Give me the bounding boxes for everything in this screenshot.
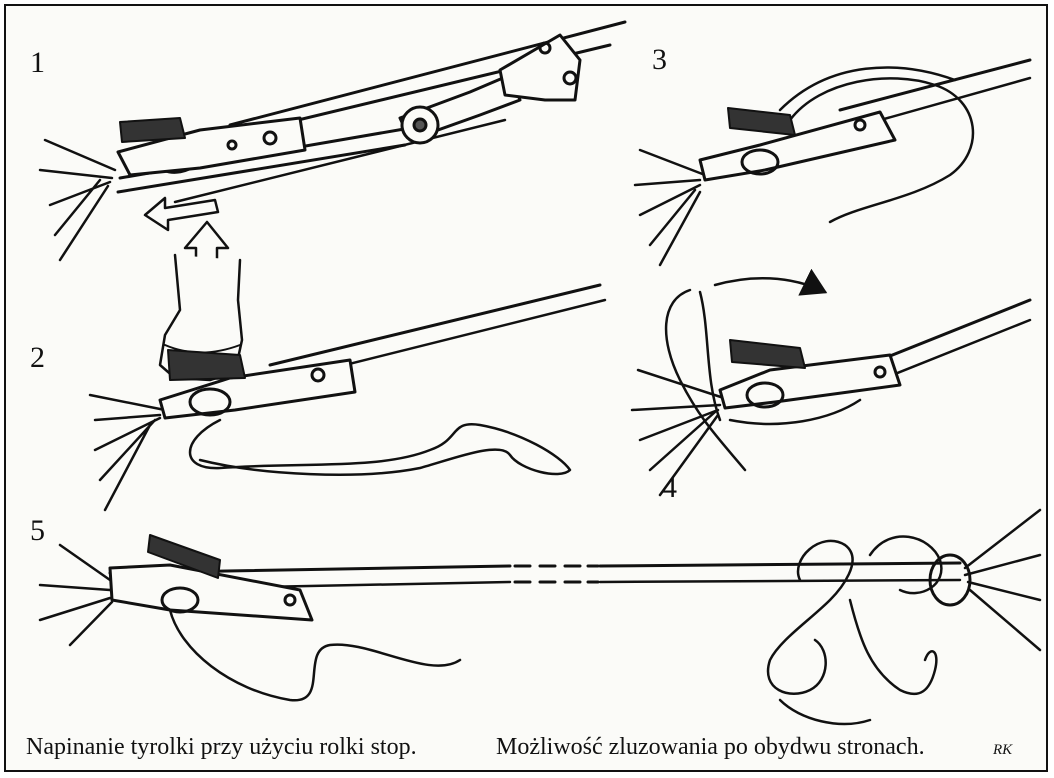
step1-drawing (40, 22, 625, 280)
caption-tensioning: Napinanie tyrolki przy użyciu rolki stop… (26, 734, 417, 761)
step4-drawing (632, 278, 1030, 495)
step-number-2: 2 (30, 343, 45, 373)
step-number-3: 3 (652, 45, 667, 75)
step2-drawing (90, 255, 605, 510)
step-number-1: 1 (30, 48, 45, 78)
author-signature: RK (993, 742, 1012, 759)
step-number-4: 4 (662, 473, 677, 503)
step3-drawing (635, 60, 1030, 265)
step-number-5: 5 (30, 516, 45, 546)
caption-release: Możliwość zluzowania po obydwu stronach. (496, 734, 925, 761)
step5-drawing (40, 510, 1040, 724)
